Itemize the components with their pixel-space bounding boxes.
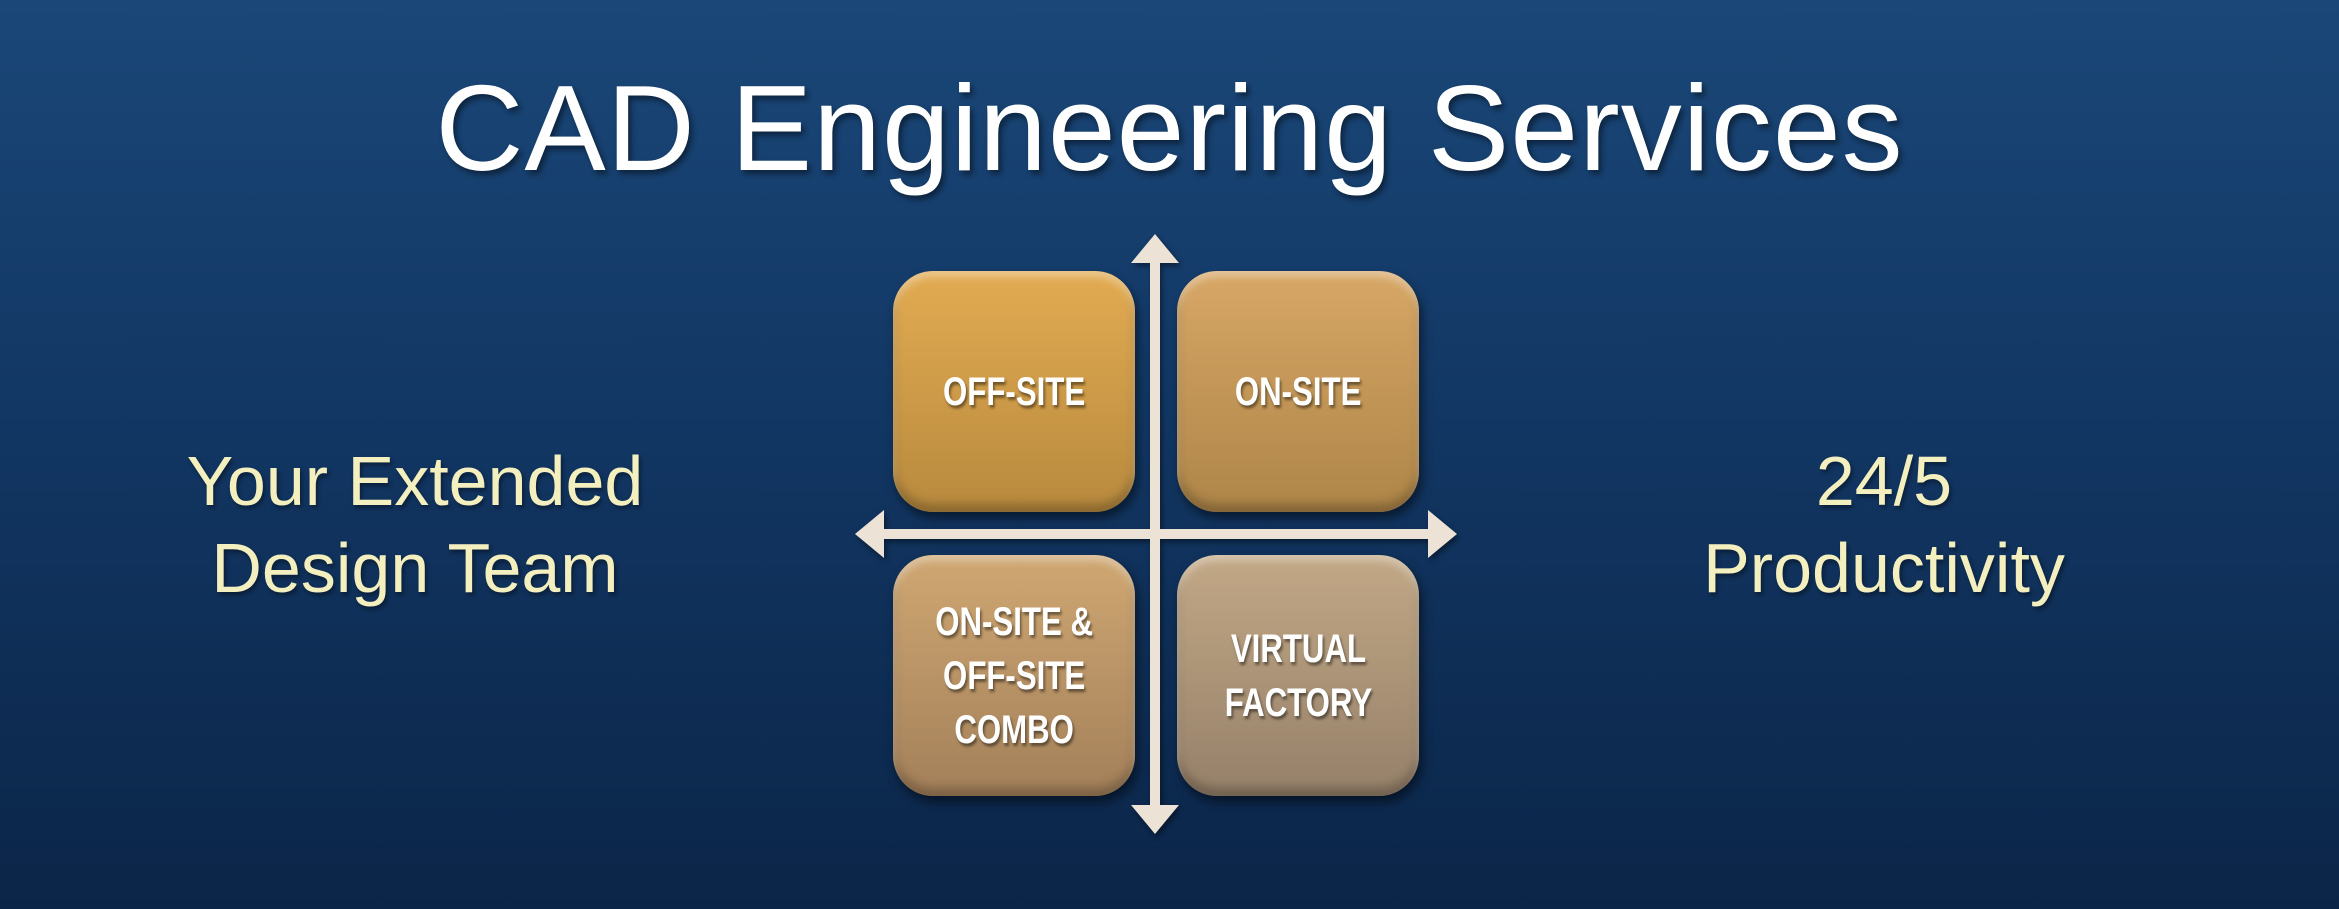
left-caption-line: Your Extended: [186, 442, 644, 520]
right-caption-line: Productivity: [1703, 529, 2065, 607]
quadrant-on-site: ON-SITE: [1177, 271, 1419, 512]
quadrant-off-site: OFF-SITE: [893, 271, 1135, 512]
arrow-left-icon: [855, 510, 884, 558]
left-caption: Your Extended Design Team: [65, 438, 765, 612]
arrow-right-icon: [1428, 510, 1457, 558]
quadrant-label: FACTORY: [1224, 680, 1372, 725]
quadrant-virtual-factory: VIRTUAL FACTORY: [1177, 555, 1419, 796]
quadrant-label: OFF-SITE: [942, 653, 1086, 698]
quadrant-label: COMBO: [954, 707, 1074, 752]
page-title: CAD Engineering Services: [435, 60, 1904, 196]
quadrant-label: ON-SITE &: [935, 599, 1093, 644]
quadrant-label: OFF-SITE: [942, 369, 1086, 414]
left-caption-line: Design Team: [211, 529, 619, 607]
quadrant-label: ON-SITE: [1234, 369, 1362, 414]
horizontal-axis: [882, 529, 1430, 539]
right-caption-line: 24/5: [1815, 442, 1953, 520]
quadrant-label: VIRTUAL: [1230, 626, 1366, 671]
arrow-down-icon: [1131, 805, 1179, 834]
arrow-up-icon: [1131, 234, 1179, 263]
right-caption: 24/5 Productivity: [1534, 438, 2234, 612]
quadrant-combo: ON-SITE & OFF-SITE COMBO: [893, 555, 1135, 796]
